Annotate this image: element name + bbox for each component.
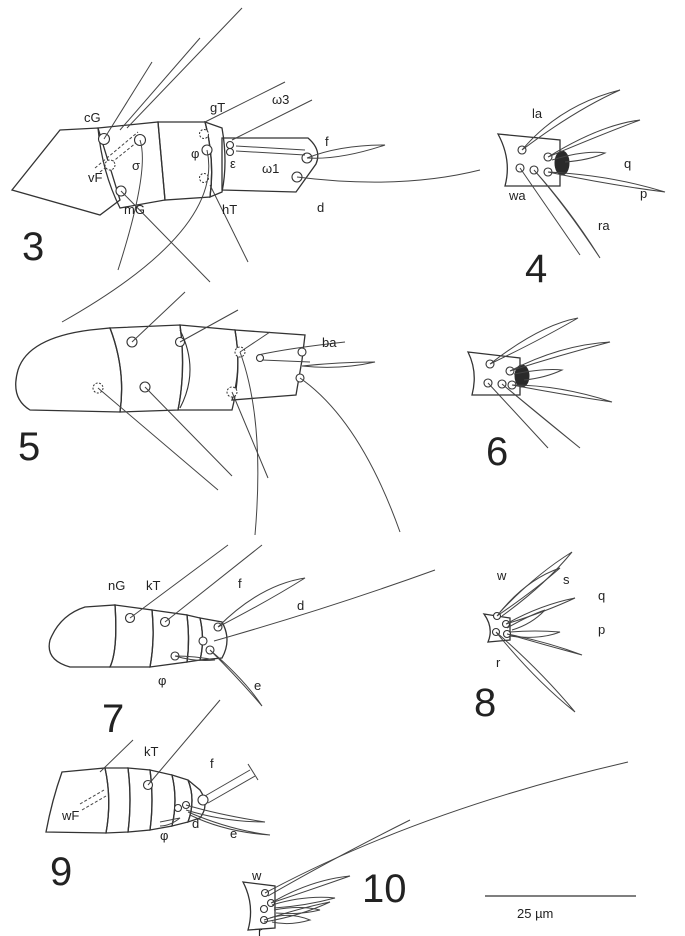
figure-8-number: 8 bbox=[474, 681, 496, 725]
fig5-label-ba: ba bbox=[322, 335, 337, 350]
fig4-label-la: la bbox=[532, 106, 543, 121]
figure-4-tarsus-drawing bbox=[498, 90, 665, 258]
fig3-label-d: d bbox=[317, 200, 324, 215]
figure-3-leg-drawing bbox=[12, 8, 480, 322]
fig4-label-ra: ra bbox=[598, 218, 610, 233]
scale-bar: 25 µm bbox=[485, 896, 636, 921]
fig7-label-f: f bbox=[238, 576, 242, 591]
fig3-label-mG: mG bbox=[124, 202, 145, 217]
fig3-label-sigma: σ bbox=[132, 158, 140, 173]
figure-9-number: 9 bbox=[50, 850, 72, 894]
fig3-label-cG: cG bbox=[84, 110, 101, 125]
fig10-label-r: r bbox=[258, 924, 263, 936]
fig8-label-p: p bbox=[598, 622, 605, 637]
fig3-label-epsilon: ε bbox=[230, 156, 236, 171]
fig3-label-vF: vF bbox=[88, 170, 103, 185]
figure-5-leg-drawing bbox=[16, 292, 400, 535]
figure-10-tarsus-drawing bbox=[243, 762, 628, 930]
figure-5-labels: ba 5 bbox=[18, 335, 337, 469]
fig4-label-q: q bbox=[624, 156, 631, 171]
figure-8-labels: w s q p r 8 bbox=[474, 568, 605, 725]
fig7-label-nG: nG bbox=[108, 578, 125, 593]
scale-bar-label: 25 µm bbox=[517, 906, 553, 921]
figure-9-labels: kT f wF φ d e 9 bbox=[50, 744, 237, 894]
figure-6-tarsus-drawing bbox=[468, 318, 612, 448]
fig8-label-w: w bbox=[496, 568, 507, 583]
fig7-label-e: e bbox=[254, 678, 261, 693]
figure-10-number: 10 bbox=[362, 867, 407, 911]
fig8-label-s: s bbox=[563, 572, 570, 587]
figure-7-labels: nG kT f d φ e 7 bbox=[102, 576, 304, 741]
fig3-label-omega3: ω3 bbox=[272, 92, 289, 107]
figure-7-number: 7 bbox=[102, 697, 124, 741]
fig7-label-kT: kT bbox=[146, 578, 161, 593]
figure-6-labels: 6 bbox=[486, 430, 508, 474]
figure-3-labels: cG vF σ mG gT ω3 φ ε ω1 hT f d 3 bbox=[22, 92, 329, 269]
fig3-label-hT: hT bbox=[222, 202, 237, 217]
fig9-label-e: e bbox=[230, 826, 237, 841]
fig10-label-w: w bbox=[251, 868, 262, 883]
fig9-label-wF: wF bbox=[61, 808, 79, 823]
fig7-label-d: d bbox=[297, 598, 304, 613]
figure-5-number: 5 bbox=[18, 425, 40, 469]
figure-9-leg-drawing bbox=[46, 700, 270, 835]
fig8-label-q: q bbox=[598, 588, 605, 603]
fig3-label-f: f bbox=[325, 134, 329, 149]
fig3-label-phi: φ bbox=[191, 146, 199, 161]
fig9-label-kT: kT bbox=[144, 744, 159, 759]
fig3-label-omega1: ω1 bbox=[262, 161, 279, 176]
fig9-label-d: d bbox=[192, 816, 199, 831]
figure-3-number: 3 bbox=[22, 225, 44, 269]
fig8-label-r: r bbox=[496, 655, 501, 670]
fig9-label-f: f bbox=[210, 756, 214, 771]
figure-6-number: 6 bbox=[486, 430, 508, 474]
fig3-label-gT: gT bbox=[210, 100, 225, 115]
figure-4-number: 4 bbox=[525, 247, 547, 291]
fig9-label-phi: φ bbox=[160, 828, 168, 843]
fig4-label-p: p bbox=[640, 186, 647, 201]
fig7-label-phi: φ bbox=[158, 673, 166, 688]
figure-7-leg-drawing bbox=[49, 545, 435, 706]
figure-4-labels: la q p wa ra 4 bbox=[508, 106, 647, 291]
fig4-label-wa: wa bbox=[508, 188, 526, 203]
